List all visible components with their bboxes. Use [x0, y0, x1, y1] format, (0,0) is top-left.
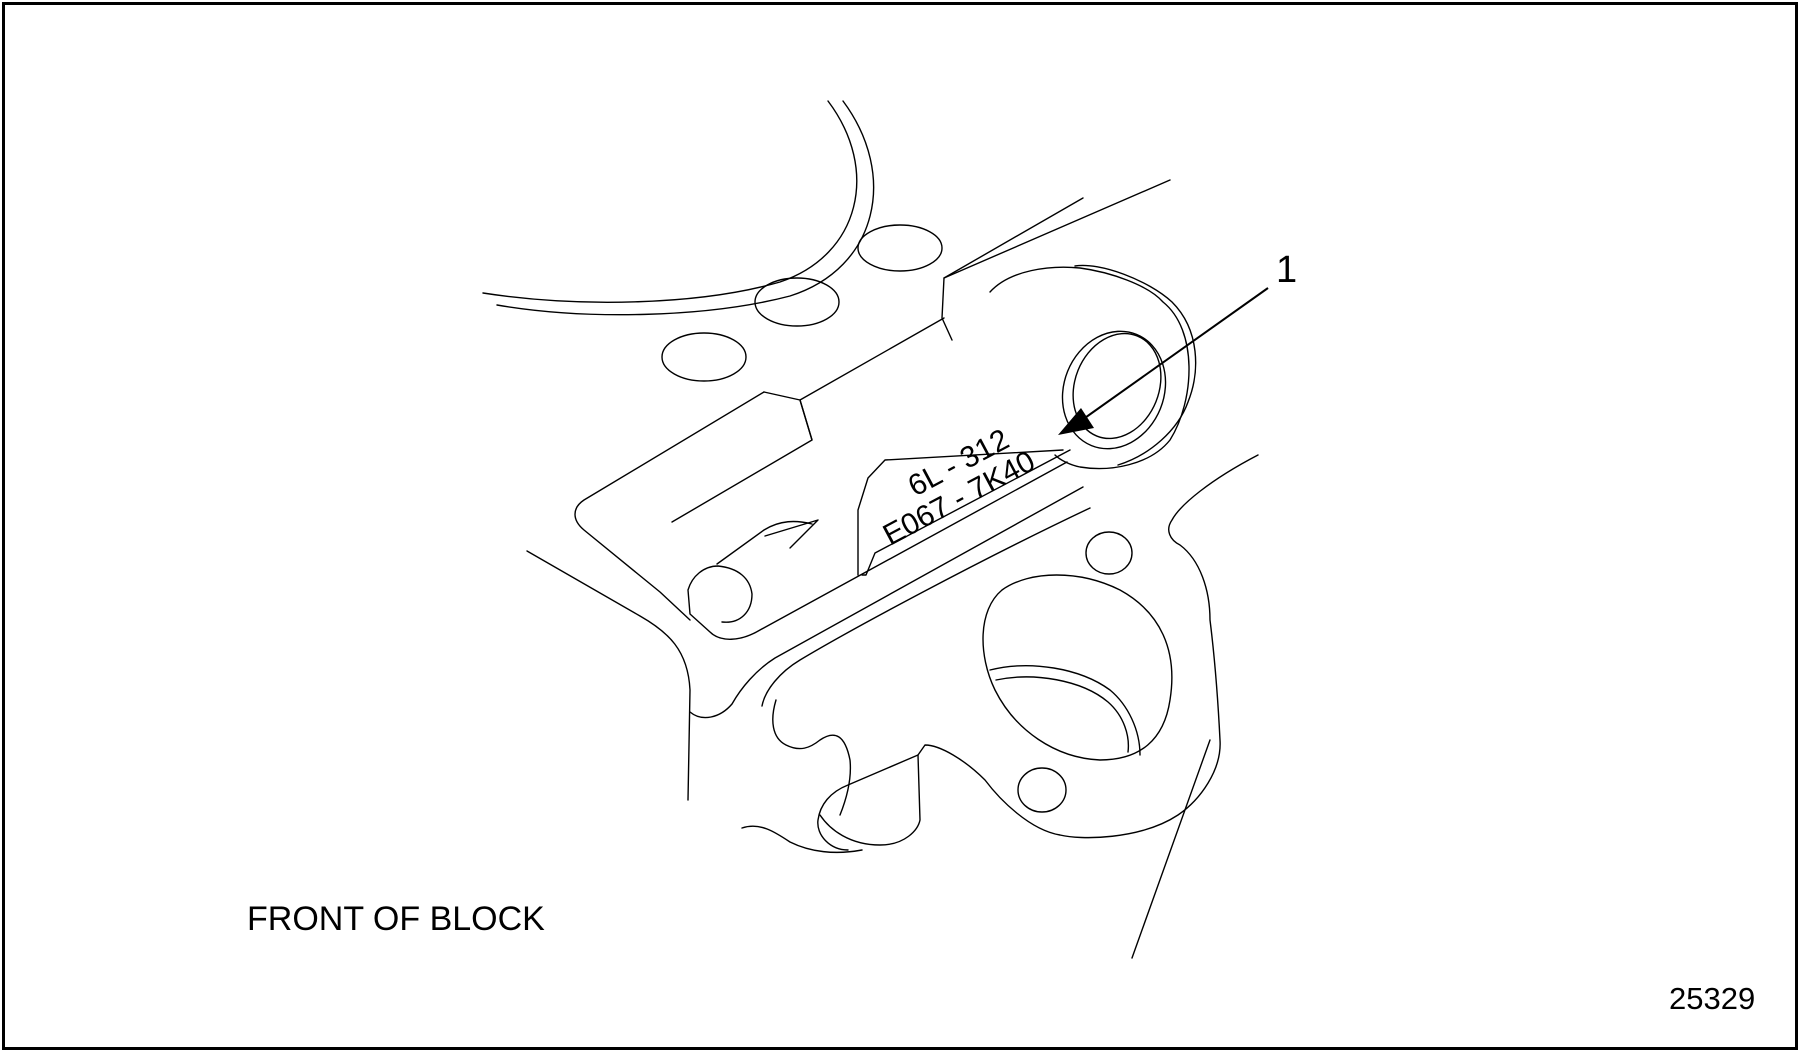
oval-hole-middle	[754, 277, 840, 327]
figure-number: 25329	[1669, 981, 1756, 1016]
boss-bore	[1061, 330, 1167, 450]
flange-outline	[741, 454, 1259, 959]
front-of-block-label: FRONT OF BLOCK	[247, 900, 545, 938]
bolt-hole-lower	[1017, 767, 1067, 813]
boss-rim	[989, 264, 1197, 470]
cylinder-bore	[482, 100, 875, 316]
callout-leader-1	[1058, 287, 1269, 435]
deck-ridges	[526, 179, 1171, 801]
lower-port	[982, 574, 1173, 761]
stamp-pad	[857, 449, 1071, 576]
oval-hole-top	[857, 224, 943, 272]
bolt-hole-upper	[1085, 531, 1133, 575]
front-edge	[687, 461, 1091, 719]
oval-hole-bottom	[661, 332, 747, 382]
callout-number-1: 1	[1276, 249, 1297, 291]
